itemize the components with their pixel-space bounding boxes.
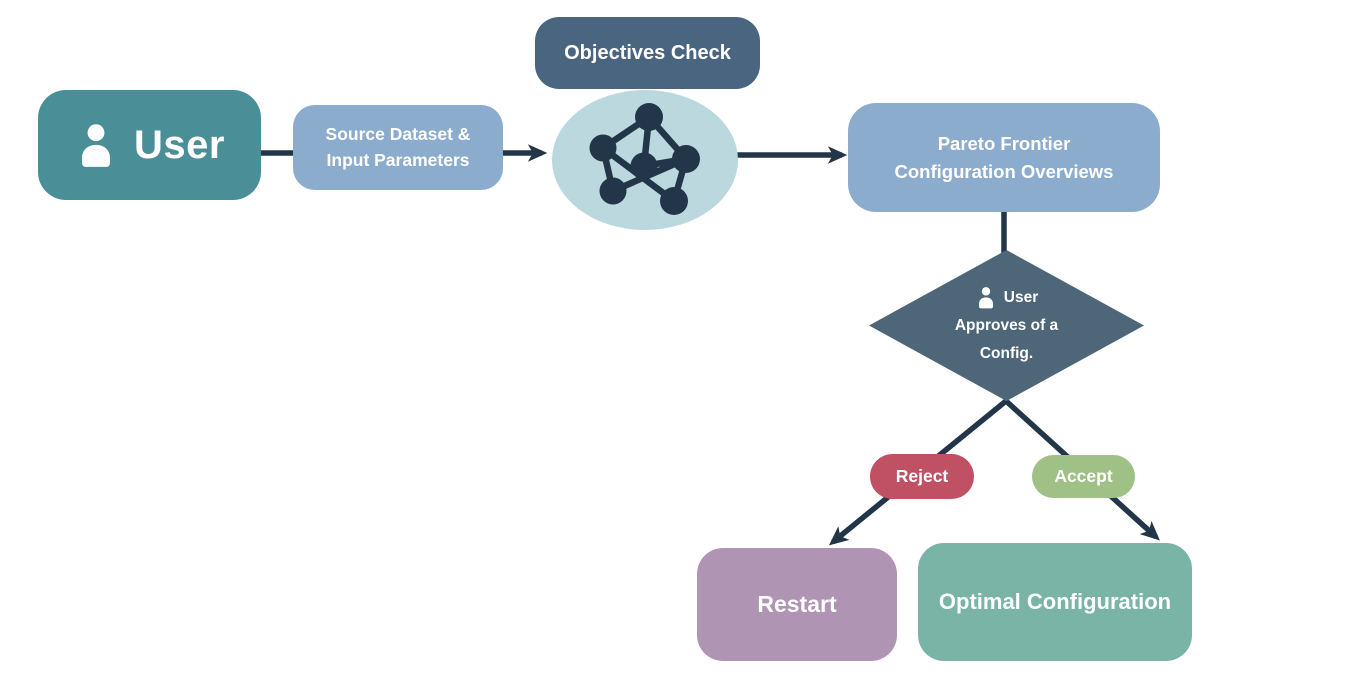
diamond-line1-text: User [1003, 288, 1039, 306]
pareto-frontier-node: Pareto Frontier Configuration Overviews [848, 103, 1160, 212]
diamond-line3-text: Config. [979, 344, 1034, 362]
reject-branch-badge: Reject [870, 454, 974, 499]
objectives-check-label: Objectives Check [535, 17, 760, 89]
pareto-line1: Pareto Frontier [937, 132, 1071, 154]
accept-branch-badge: Accept [1032, 455, 1135, 498]
person-icon [978, 287, 993, 309]
objectives-check-text: Objectives Check [564, 41, 731, 64]
source-dataset-line1: Source Dataset & [325, 124, 471, 145]
user-approval-decision-diamond: User Approves of a Config. [868, 249, 1145, 402]
reject-badge-label: Reject [895, 466, 949, 486]
source-dataset-node: Source Dataset & Input Parameters [293, 105, 503, 190]
diamond-shape [869, 250, 1144, 401]
optimal-configuration-node: Optimal Configuration [918, 543, 1192, 661]
restart-node-label: Restart [757, 591, 837, 617]
user-start-node: User [38, 90, 261, 200]
accept-badge-label: Accept [1054, 466, 1113, 486]
restart-node: Restart [697, 548, 897, 661]
diamond-line2-text: Approves of a [954, 316, 1059, 334]
pareto-line2: Configuration Overviews [894, 160, 1114, 182]
objectives-check-circle [552, 90, 738, 230]
user-node-label: User [134, 122, 225, 167]
network-graph-icon [589, 103, 700, 215]
source-dataset-line2: Input Parameters [326, 149, 470, 170]
diamond-text: User Approves of a Config. [868, 249, 1145, 402]
person-icon [82, 124, 110, 167]
optimal-node-label: Optimal Configuration [938, 589, 1172, 614]
